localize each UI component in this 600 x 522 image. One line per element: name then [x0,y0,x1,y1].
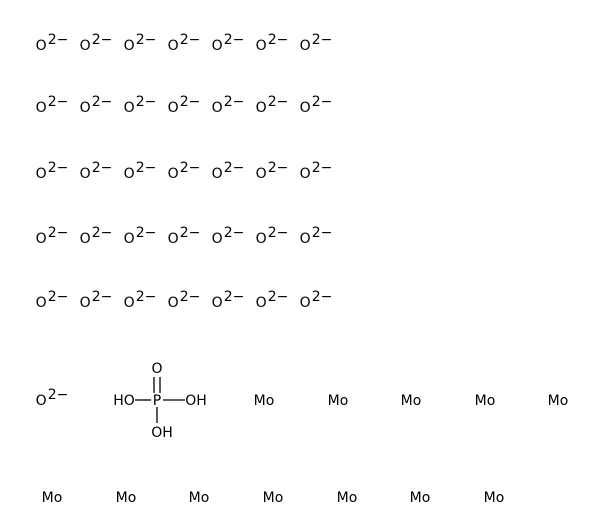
molybdenum-atom-label: Mo [254,393,275,409]
oxide-ion-label: O2− [124,32,157,54]
oxide-ion-label: O2− [256,160,289,182]
molybdenum-atom-label: Mo [42,490,63,506]
hydroxyl-left-label: HO [113,393,135,409]
oxide-ion-label: O2− [80,225,113,247]
oxide-ion-label: O2− [168,94,201,116]
oxide-ion-label: O2− [124,160,157,182]
oxide-ion-label: O2− [212,289,245,311]
phosphoric-acid-molecule: O HO P OH OH [113,361,207,441]
oxide-ion-label: O2− [80,289,113,311]
molybdenum-atom-label: Mo [401,393,422,409]
oxide-ion-label: O2− [300,289,333,311]
oxide-ion-label: O2− [212,160,245,182]
oxide-ion-label: O2− [36,387,69,409]
hydroxyl-bottom-label: OH [151,425,173,441]
oxide-ion-label: O2− [256,225,289,247]
molybdenum-atom-label: Mo [263,490,284,506]
oxide-ion-label: O2− [80,160,113,182]
molybdenum-atom-label: Mo [328,393,349,409]
oxide-ion-label: O2− [80,32,113,54]
oxide-ion-label: O2− [300,225,333,247]
oxide-ion-label: O2− [212,32,245,54]
molybdenum-atom-label: Mo [410,490,431,506]
oxide-ion-label: O2− [168,32,201,54]
oxide-ion-label: O2− [36,160,69,182]
molybdenum-atom-label: Mo [548,393,569,409]
oxide-ion-label: O2− [36,289,69,311]
oxo-oxygen-label: O [151,361,162,377]
oxide-ion-label: O2− [212,225,245,247]
oxide-ion-label: O2− [36,94,69,116]
oxide-ion-label: O2− [80,94,113,116]
oxide-ion-label: O2− [168,289,201,311]
oxide-ion-label: O2− [124,94,157,116]
molybdenum-atom-label: Mo [116,490,137,506]
oxide-ion-label: O2− [36,32,69,54]
oxide-ion-label: O2− [300,32,333,54]
oxide-ion-label: O2− [124,289,157,311]
oxide-ion-label: O2− [212,94,245,116]
oxide-ion-label: O2− [256,289,289,311]
oxide-ion-label: O2− [36,225,69,247]
molybdenum-atom-label: Mo [475,393,496,409]
molybdenum-atom-label: Mo [337,490,358,506]
oxide-ion-label: O2− [256,32,289,54]
hydroxyl-right-label: OH [185,393,207,409]
molybdenum-atom-label: Mo [189,490,210,506]
oxide-ion-group: O2− O2− O2− O2− O2− O2− O2− O2− O2− O2− O2− O2− O2− O… [36,32,333,409]
oxide-ion-label: O2− [300,94,333,116]
oxide-ion-label: O2− [168,225,201,247]
oxide-ion-label: O2− [168,160,201,182]
phosphorus-label: P [153,393,161,409]
oxide-ion-label: O2− [300,160,333,182]
oxide-ion-label: O2− [124,225,157,247]
oxide-ion-label: O2− [256,94,289,116]
molybdenum-atom-label: Mo [484,490,505,506]
